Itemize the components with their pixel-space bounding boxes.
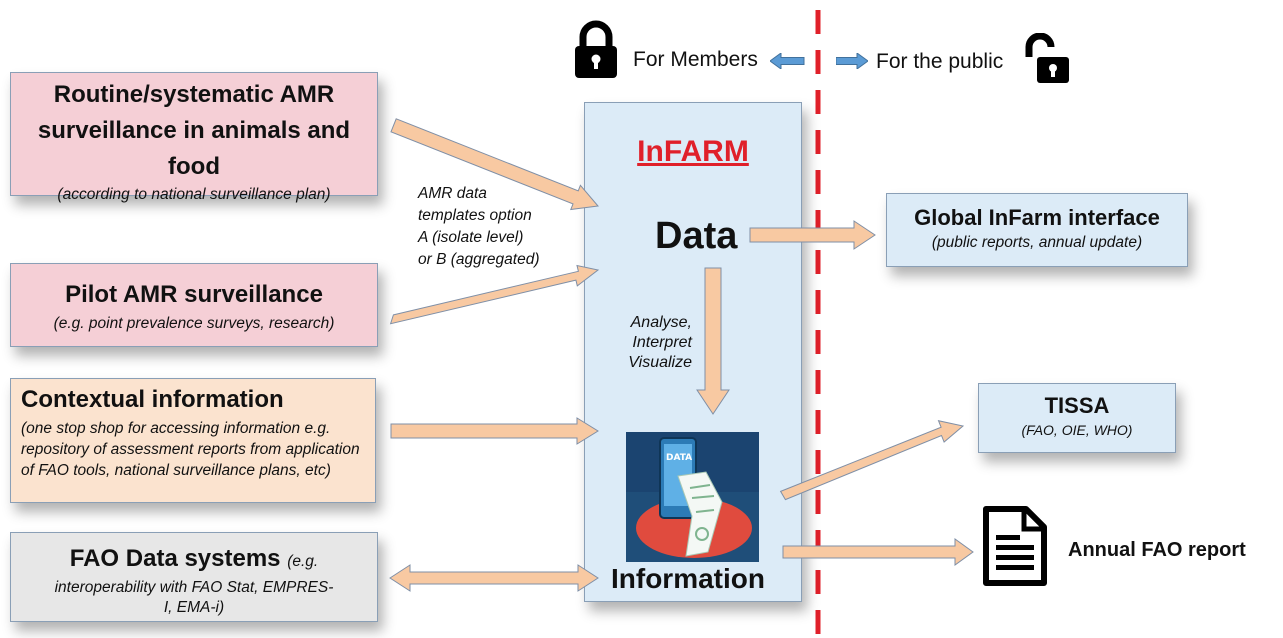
arrow-routine-to-data <box>390 118 599 211</box>
data-phone-image: DATA <box>626 432 759 562</box>
pilot-subtitle: (e.g. point prevalence surveys, research… <box>53 315 335 332</box>
annual-report-label: Annual FAO report <box>1068 539 1246 561</box>
public-label: For the public <box>876 50 1004 73</box>
arrow-fao-systems-exchange <box>389 564 599 592</box>
tissa-subtitle: (FAO, OIE, WHO) <box>1021 422 1133 438</box>
fao-systems-title: FAO Data systems <box>69 545 281 572</box>
global-title: Global InFarm interface <box>914 205 1160 230</box>
templates-line-2: templates option <box>418 207 532 224</box>
routine-surveillance-box: Routine/systematic AMR surveillance in a… <box>10 72 378 203</box>
arrow-right-icon <box>836 53 868 69</box>
templates-line-3: A (isolate level) <box>418 229 524 246</box>
contextual-title: Contextual information <box>21 386 284 413</box>
templates-line-4: or B (aggregated) <box>418 251 540 268</box>
members-label: For Members <box>633 48 758 71</box>
arrow-information-to-report <box>782 538 974 566</box>
arrow-left-icon <box>770 53 805 69</box>
tissa-box: TISSA (FAO, OIE, WHO) <box>978 383 1176 453</box>
phone-screen-text: DATA <box>666 453 692 463</box>
routine-subtitle: (according to national surveillance plan… <box>57 186 331 203</box>
tissa-title: TISSA <box>1044 393 1110 418</box>
fao-systems-subtitle: interoperability with FAO Stat, EMPRES-I… <box>54 579 334 616</box>
analyse-line-2: Interpret <box>632 334 692 351</box>
analyse-line-1: Analyse, <box>630 314 692 331</box>
routine-title: Routine/systematic AMR surveillance in a… <box>37 81 351 180</box>
pilot-title: Pilot AMR surveillance <box>65 281 323 308</box>
analyse-line-3: Visualize <box>628 354 692 371</box>
pilot-surveillance-box: Pilot AMR surveillance (e.g. point preva… <box>10 263 378 347</box>
fao-data-systems-box: FAO Data systems (e.g. interoperability … <box>10 532 378 622</box>
analyse-annotation: Analyse, Interpret Visualize <box>612 313 692 373</box>
arrow-pilot-to-data <box>389 264 600 325</box>
templates-annotation: AMR data templates option A (isolate lev… <box>418 183 540 271</box>
lock-open-icon <box>1025 33 1069 83</box>
contextual-subtitle: (one stop shop for accessing information… <box>21 420 360 479</box>
arrow-contextual-to-infarm <box>390 417 599 445</box>
data-label: Data <box>655 215 738 257</box>
arrow-information-to-tissa <box>779 420 965 501</box>
contextual-information-box: Contextual information (one stop shop fo… <box>10 378 376 503</box>
document-icon <box>983 506 1047 586</box>
arrow-data-to-information <box>696 267 730 415</box>
information-label: Information <box>611 563 765 594</box>
global-infarm-interface-box: Global InFarm interface (public reports,… <box>886 193 1188 267</box>
fao-systems-title-note: (e.g. <box>287 553 319 570</box>
infarm-title: InFARM <box>637 135 749 168</box>
lock-closed-icon <box>575 20 617 78</box>
global-subtitle: (public reports, annual update) <box>931 234 1143 251</box>
arrow-data-to-global <box>749 220 876 250</box>
templates-line-1: AMR data <box>418 185 487 202</box>
